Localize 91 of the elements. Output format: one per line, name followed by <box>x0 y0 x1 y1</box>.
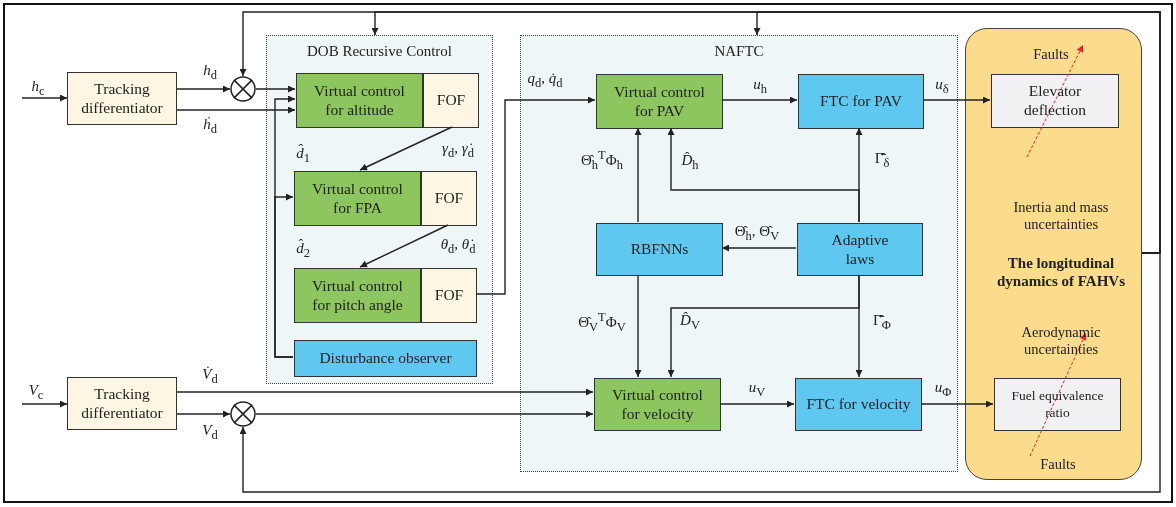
control-block <box>795 378 922 431</box>
arrow <box>176 388 594 396</box>
arrow <box>21 400 68 408</box>
signal-label: Θ̂$_{h}$$^{T}$Φ$_{h}$ <box>581 147 623 173</box>
signal-label: u$_{V}$ <box>748 378 766 400</box>
arrow <box>359 224 449 268</box>
signal-label: q$_{d}$, q̇$_{d}$ <box>527 69 563 91</box>
signal-label: Γ̄̂$_{δ}$ <box>874 149 890 171</box>
block-label: FOF <box>435 91 467 110</box>
arrow <box>176 85 231 93</box>
control-block <box>296 73 423 128</box>
arrow <box>634 274 642 378</box>
arrow <box>239 252 1161 493</box>
filter-block <box>67 377 177 430</box>
signal-label: V̇$_{d}$ <box>202 365 218 387</box>
signal-label: D̂$_{V}$ <box>680 311 700 333</box>
arrow <box>255 85 296 93</box>
arrow <box>176 106 296 114</box>
arrow <box>475 96 596 295</box>
filter-block <box>421 171 477 226</box>
arrow <box>359 126 453 171</box>
signal-label: u$_{h}$ <box>753 75 767 97</box>
arrow <box>721 244 797 252</box>
signal-label: Θ̂$_{V}$$^{T}$Φ$_{V}$ <box>578 309 626 335</box>
signal-label: Θ̂$_{h}$, Θ̂$_{V}$ <box>734 222 780 244</box>
arrow <box>753 11 1161 254</box>
block-label: Adaptive laws <box>830 230 890 269</box>
block-label: Fuel equivalence ratio <box>1010 388 1105 421</box>
signal-label: γ$_{d}$, γ̇$_{d}$ <box>442 139 474 161</box>
block-label: Virtual control for altitude <box>313 81 406 120</box>
filter-block <box>67 72 177 125</box>
block-label: Tracking differentiator <box>80 79 164 118</box>
panel-note: Faults <box>1033 46 1069 64</box>
control-block <box>594 378 721 431</box>
arrow <box>719 400 795 408</box>
arrow <box>855 274 863 378</box>
filter-block <box>423 73 479 128</box>
block-label: RBFNNs <box>629 240 690 259</box>
panel-note: Inertia and mass uncertainties <box>1012 199 1110 234</box>
signal-label: u$_{Φ}$ <box>934 378 952 400</box>
signal-label: u$_{δ}$ <box>935 75 949 97</box>
panel-note: Aerodynamic uncertainties <box>1020 324 1102 359</box>
arrow <box>922 96 991 104</box>
block-label: Tracking differentiator <box>80 384 164 423</box>
plant-panel <box>965 28 1142 480</box>
summing-junction <box>230 401 256 427</box>
actuator-block <box>991 74 1119 128</box>
arrow <box>255 410 594 418</box>
control-block <box>596 223 723 276</box>
arrow <box>855 127 863 223</box>
arrow <box>274 193 294 358</box>
signal-label: θ$_{d}$, θ̇$_{d}$ <box>440 235 476 257</box>
signal-label: D̂$_{h}$ <box>681 151 699 173</box>
block-label: FOF <box>433 286 465 305</box>
block-label: Virtual control for pitch angle <box>311 276 404 315</box>
block-label: Virtual control for PAV <box>613 82 706 121</box>
block-label: FTC for velocity <box>805 395 912 414</box>
arrow <box>176 410 231 418</box>
arrow <box>634 127 642 223</box>
control-block <box>294 268 421 323</box>
actuator-block <box>994 378 1121 431</box>
signal-label: V$_{c}$ <box>28 381 44 403</box>
block-label: Elevator deflection <box>1023 82 1087 120</box>
arrow <box>920 400 994 408</box>
arrow <box>21 94 68 102</box>
control-block <box>797 223 923 276</box>
signal-label: V$_{d}$ <box>202 421 218 443</box>
filter-block <box>421 268 477 323</box>
block-label: Virtual control for velocity <box>611 385 704 424</box>
group-frame <box>520 35 958 472</box>
summing-junction <box>230 76 256 102</box>
block-label: Disturbance observer <box>318 349 453 368</box>
control-block <box>798 74 924 129</box>
signal-label: d̂$_{2}$ <box>296 239 310 261</box>
group-title: NAFTC <box>713 42 765 60</box>
arrow <box>721 96 798 104</box>
block-label: FTC for PAV <box>819 92 903 111</box>
control-block <box>294 340 477 377</box>
signal-label: d̂$_{1}$ <box>296 144 310 166</box>
signal-label: h$_{c}$ <box>31 77 45 99</box>
block-label: Virtual control for FPA <box>311 179 404 218</box>
control-block <box>294 171 421 226</box>
panel-title: The longitudinal dynamics of FAHVs <box>995 254 1127 290</box>
control-block <box>596 74 723 129</box>
signal-label: h$_{d}$ <box>203 61 217 83</box>
block-label: FOF <box>433 189 465 208</box>
signal-label: Γ̄̂$_{Φ}$ <box>873 311 891 333</box>
group-title: DOB Recursive Control <box>306 42 453 60</box>
group-frame <box>266 35 493 384</box>
signal-label: ḣ$_{d}$ <box>203 115 217 137</box>
panel-note: Faults <box>1040 456 1076 474</box>
